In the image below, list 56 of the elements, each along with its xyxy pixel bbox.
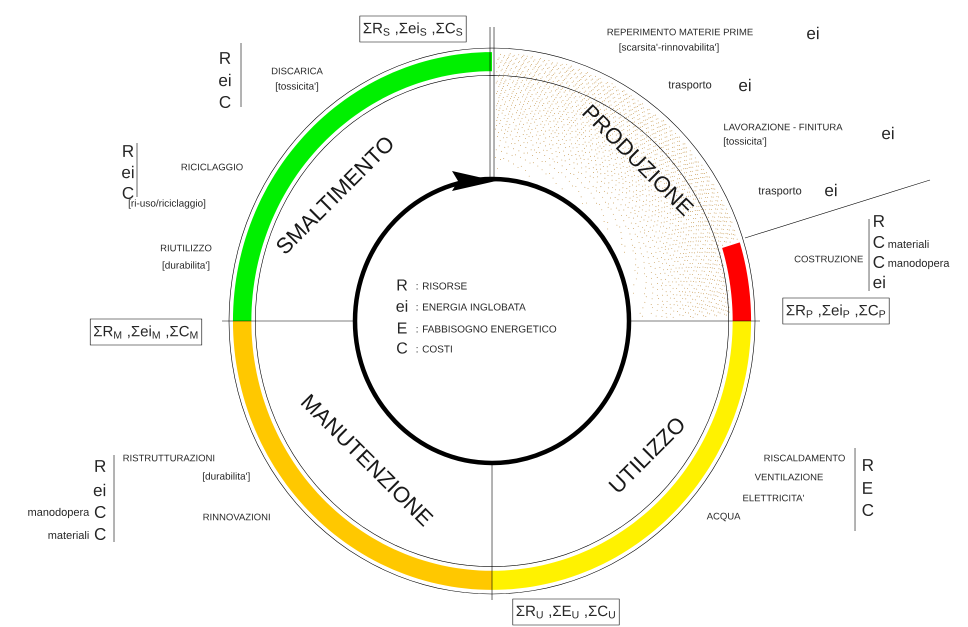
activity-label: materiali [48,530,89,540]
criterion-note: [tossicita'] [276,82,318,92]
legend-key: R [398,280,408,290]
indicator-letter: ei [94,484,106,496]
indicator-letter: C [874,256,884,268]
indicator-letter: C [94,506,106,518]
legend-key: ei [396,300,408,312]
activity-label: RINNOVAZIONI [204,514,270,520]
activity-label: RICICLAGGIO [182,164,243,170]
indicator-letter: R [123,145,134,157]
indicator-letter: R [863,459,874,471]
criterion-note: [tossicita'] [724,137,766,147]
indicator-letter: R [220,52,230,64]
indicator-letter: C [862,504,874,516]
indicator-letter: C [122,186,134,200]
activity-label: LAVORAZIONE - FINITURA [724,124,843,130]
sum-box: ΣR$_{U}$ ,ΣE$_{U}$ ,ΣC$_{U}$ [512,598,620,626]
legend-text: : FABBISOGNO ENERGETICO [416,325,556,333]
indicator-letter: ei [122,166,134,178]
indicator-letter: E [863,482,872,494]
activity-label: VENTILAZIONE [754,474,823,480]
indicator-letter: ei [882,126,894,140]
criterion-note: [scarsita'-rinnovabilita'] [619,43,719,53]
indicator-letter: C [220,96,230,108]
activity-label: COSTRUZIONE [794,256,863,262]
legend-text: : ENERGIA INGLOBATA [416,303,526,311]
legend-key: E [398,322,407,334]
activity-label: materiali [888,240,929,248]
legend-text: : COSTI [416,345,452,353]
activity-label: DISCARICA [272,68,323,74]
indicator-letter: ei [807,26,818,40]
activity-label: REPERIMENTO MATERIE PRIME [608,28,753,36]
criterion-note: [durabilita'] [162,261,210,271]
activity-label: trasporto [668,81,712,91]
sum-box: ΣR$_{S}$ ,Σei$_{S}$ ,ΣC$_{S}$ [360,16,466,42]
criterion-note: [durabilita'] [202,472,250,482]
sum-box: ΣR$_{M}$ ,Σei$_{M}$ ,ΣC$_{M}$ [90,318,202,346]
indicator-letter: C [874,236,884,248]
activity-label: ACQUA [706,512,740,522]
indicator-letter: ei [739,78,750,92]
activity-label: manodopera [28,508,90,518]
activity-label: RIUTILIZZO [160,244,212,252]
indicator-letter: C [94,528,106,540]
indicator-letter: ei [219,74,230,86]
criterion-note: [ri-uso/riciclaggio] [128,199,206,209]
legend-key: C [397,342,408,354]
activity-label: manodopera [888,258,950,270]
indicator-letter: R [95,460,106,472]
indicator-letter: ei [825,184,836,196]
activity-label: RISTRUTTURAZIONI [124,454,214,462]
activity-label: ELETTRICITA' [743,494,804,502]
activity-label: RISCALDAMENTO [764,454,845,462]
indicator-letter: R [874,215,884,227]
sum-box: ΣR$_{P}$ ,Σei$_{P}$ ,ΣC$_{P}$ [782,298,890,324]
activity-label: trasporto [758,187,802,197]
legend-text: : RISORSE [416,282,467,290]
